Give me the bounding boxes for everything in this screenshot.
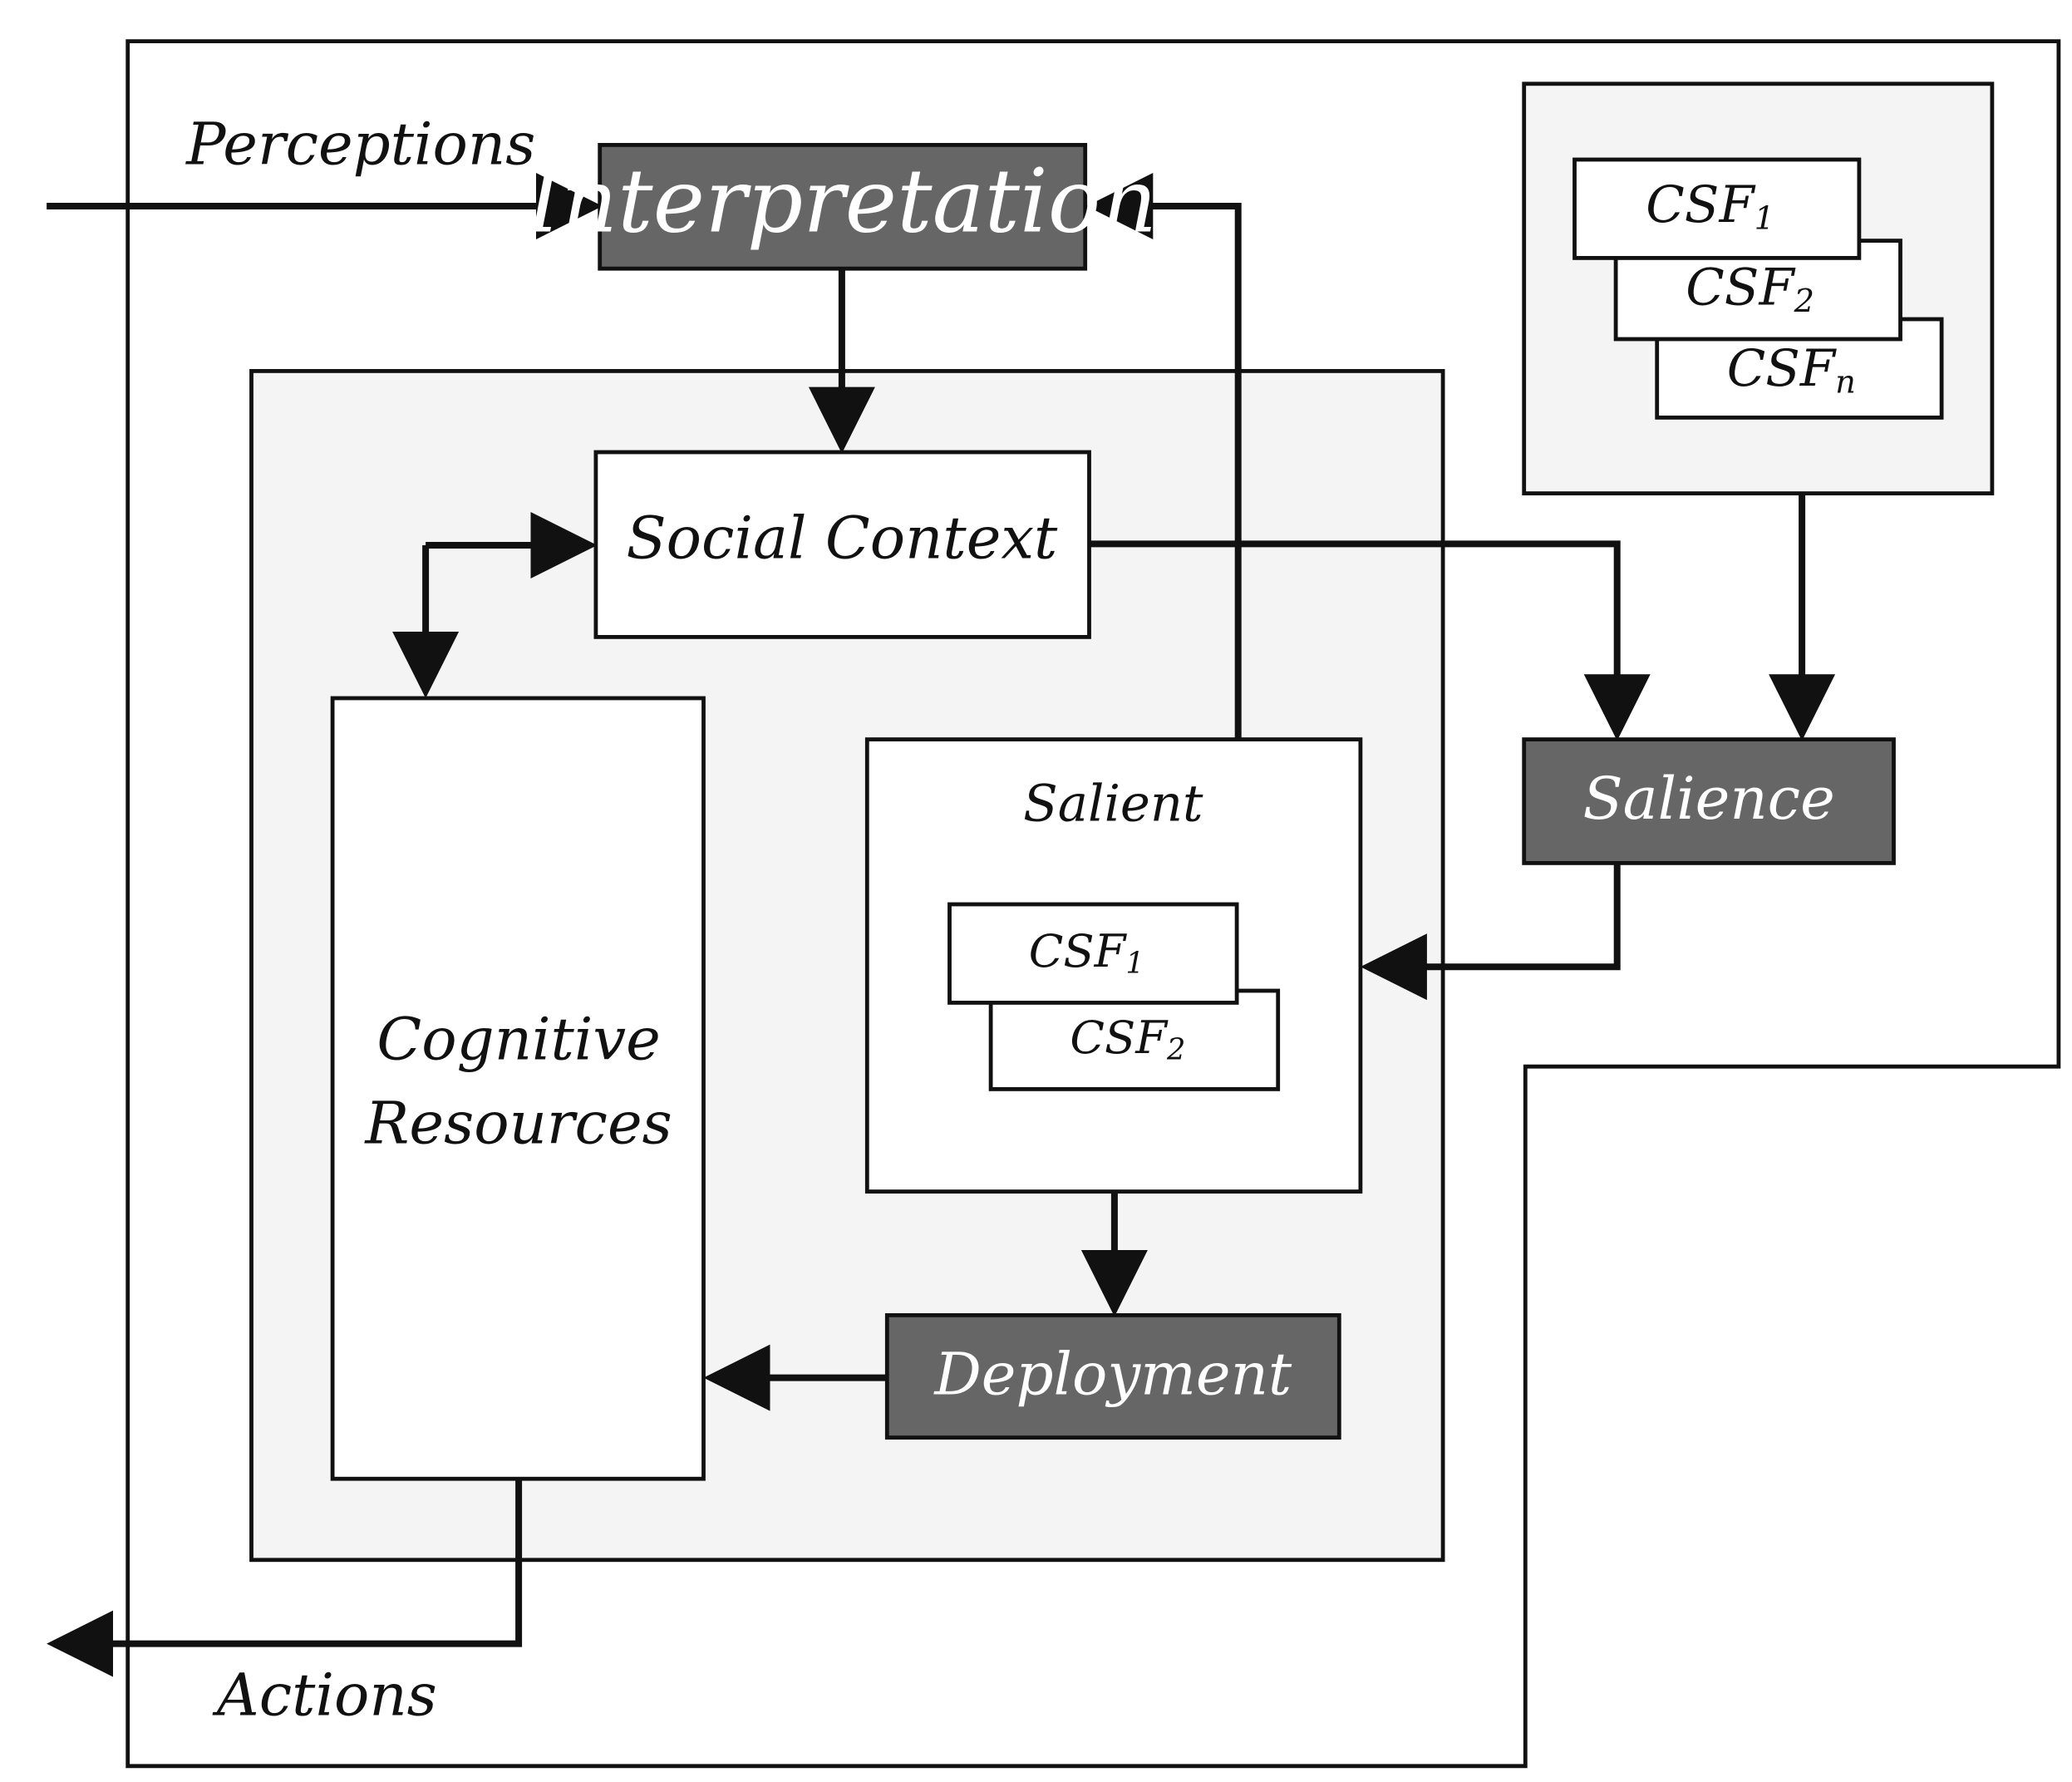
panel-csfn-label: CSFn	[1727, 340, 1856, 401]
deployment-label: Deployment	[933, 1341, 1292, 1409]
csf-subscript: n	[1835, 363, 1856, 401]
csf-base: CSF	[1029, 925, 1128, 977]
social-context-box	[593, 450, 1091, 639]
csf-base: CSF	[1727, 340, 1837, 398]
interpretation-box	[598, 143, 1088, 271]
cognitive-resources-label-line2: Resources	[363, 1089, 672, 1157]
panel-csf1-card	[1572, 157, 1862, 260]
actions-arrow	[47, 1479, 523, 1677]
csf-subscript: 2	[1166, 1033, 1185, 1067]
csf-base: CSF	[1070, 1012, 1169, 1064]
salient-csf1-label: CSF1	[1029, 925, 1144, 981]
salience-to-salient-arrow	[1360, 864, 1621, 1001]
actions-label: Actions	[212, 1661, 437, 1729]
interpretation-label: Interpretation	[524, 150, 1157, 252]
social-context-label: Social Context	[626, 504, 1058, 572]
csf-subscript: 2	[1794, 283, 1814, 320]
cognitive-resources-label-line1: Cognitive	[377, 1006, 660, 1074]
cognitive-resources-box	[330, 696, 706, 1481]
salient-csf1-card	[947, 902, 1239, 1005]
panel-csf1-label: CSF1	[1646, 176, 1774, 237]
salience-box	[1522, 737, 1896, 865]
deployment-box	[884, 1313, 1341, 1440]
salient-csf2-card	[988, 988, 1281, 1091]
salient-label: Salient	[1023, 775, 1203, 833]
salient-csf2-label: CSF2	[1070, 1012, 1185, 1067]
perceptions-label: Perceptions	[185, 111, 535, 179]
csf-subscript: 1	[1125, 947, 1144, 981]
csf-subscript: 1	[1755, 200, 1774, 238]
salience-label: Salience	[1582, 765, 1834, 833]
social-to-salience-arrow	[1089, 540, 1651, 741]
csf-base: CSF	[1646, 176, 1755, 234]
csf-base: CSF	[1686, 259, 1795, 318]
salient-to-interpretation-arrow	[1086, 173, 1242, 740]
panel-csf2-label: CSF2	[1686, 259, 1814, 320]
